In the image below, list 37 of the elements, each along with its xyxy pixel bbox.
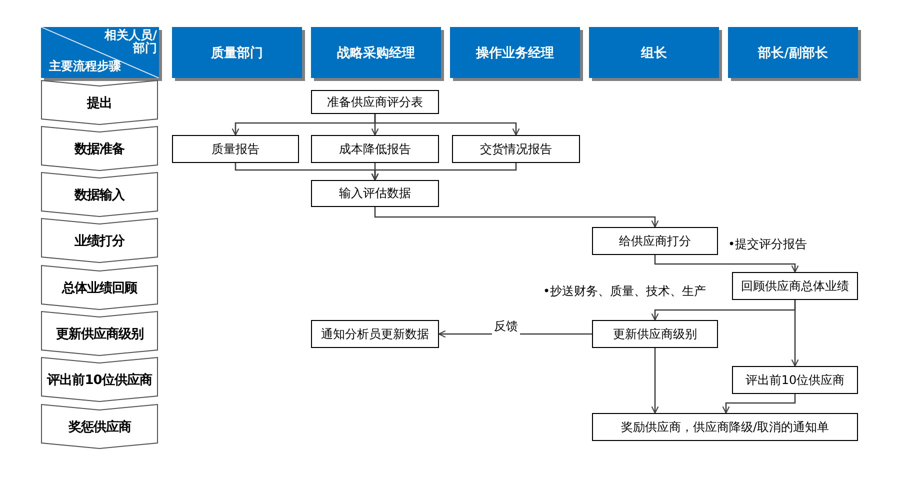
process-box: 更新供应商级别 xyxy=(592,320,718,348)
note-text: •提交评分报告 xyxy=(728,236,808,253)
process-step-box: 数据输入 xyxy=(41,172,158,217)
arrow xyxy=(371,163,517,181)
edge-label: 反馈 xyxy=(492,318,520,335)
column-header: 操作业务经理 xyxy=(450,27,580,78)
process-step-box: 数据准备 xyxy=(41,126,158,171)
process-box: 质量报告 xyxy=(172,135,299,163)
process-step-box: 更新供应商级别 xyxy=(41,311,158,356)
process-box: 给供应商打分 xyxy=(592,227,718,255)
header-cell xyxy=(41,27,159,78)
column-header: 战略采购经理 xyxy=(311,27,441,78)
arrow xyxy=(374,114,520,136)
process-box: 评出前10位供应商 xyxy=(732,366,858,394)
arrow xyxy=(654,255,799,273)
note-text: •抄送财务、质量、技术、生产 xyxy=(543,283,706,300)
process-step-box: 总体业绩回顾 xyxy=(41,265,158,310)
arrow xyxy=(374,207,659,228)
column-header: 组长 xyxy=(589,27,719,78)
process-box: 准备供应商评分表 xyxy=(311,90,439,114)
arrow xyxy=(651,348,659,414)
process-box: 回顾供应商总体业绩 xyxy=(732,272,858,300)
process-box: 输入评估数据 xyxy=(311,180,439,207)
arrow xyxy=(722,394,796,414)
process-step-box: 提出 xyxy=(41,80,158,125)
process-box: 通知分析员更新数据 xyxy=(311,320,439,348)
process-box: 成本降低报告 xyxy=(311,135,439,163)
header-text: 相关人员/部门 xyxy=(103,29,157,55)
process-step-box: 业绩打分 xyxy=(41,218,158,263)
process-step-box: 评出前10位供应商 xyxy=(41,357,158,402)
arrow xyxy=(791,300,799,367)
column-header: 部长/副部长 xyxy=(728,27,858,78)
process-step-box: 奖惩供应商 xyxy=(41,404,158,449)
process-box: 奖励供应商，供应商降级/取消的通知单 xyxy=(592,413,858,441)
column-header: 质量部门 xyxy=(172,27,302,78)
process-box: 交货情况报告 xyxy=(452,135,580,163)
header-text: 主要流程步骤 xyxy=(49,60,121,73)
